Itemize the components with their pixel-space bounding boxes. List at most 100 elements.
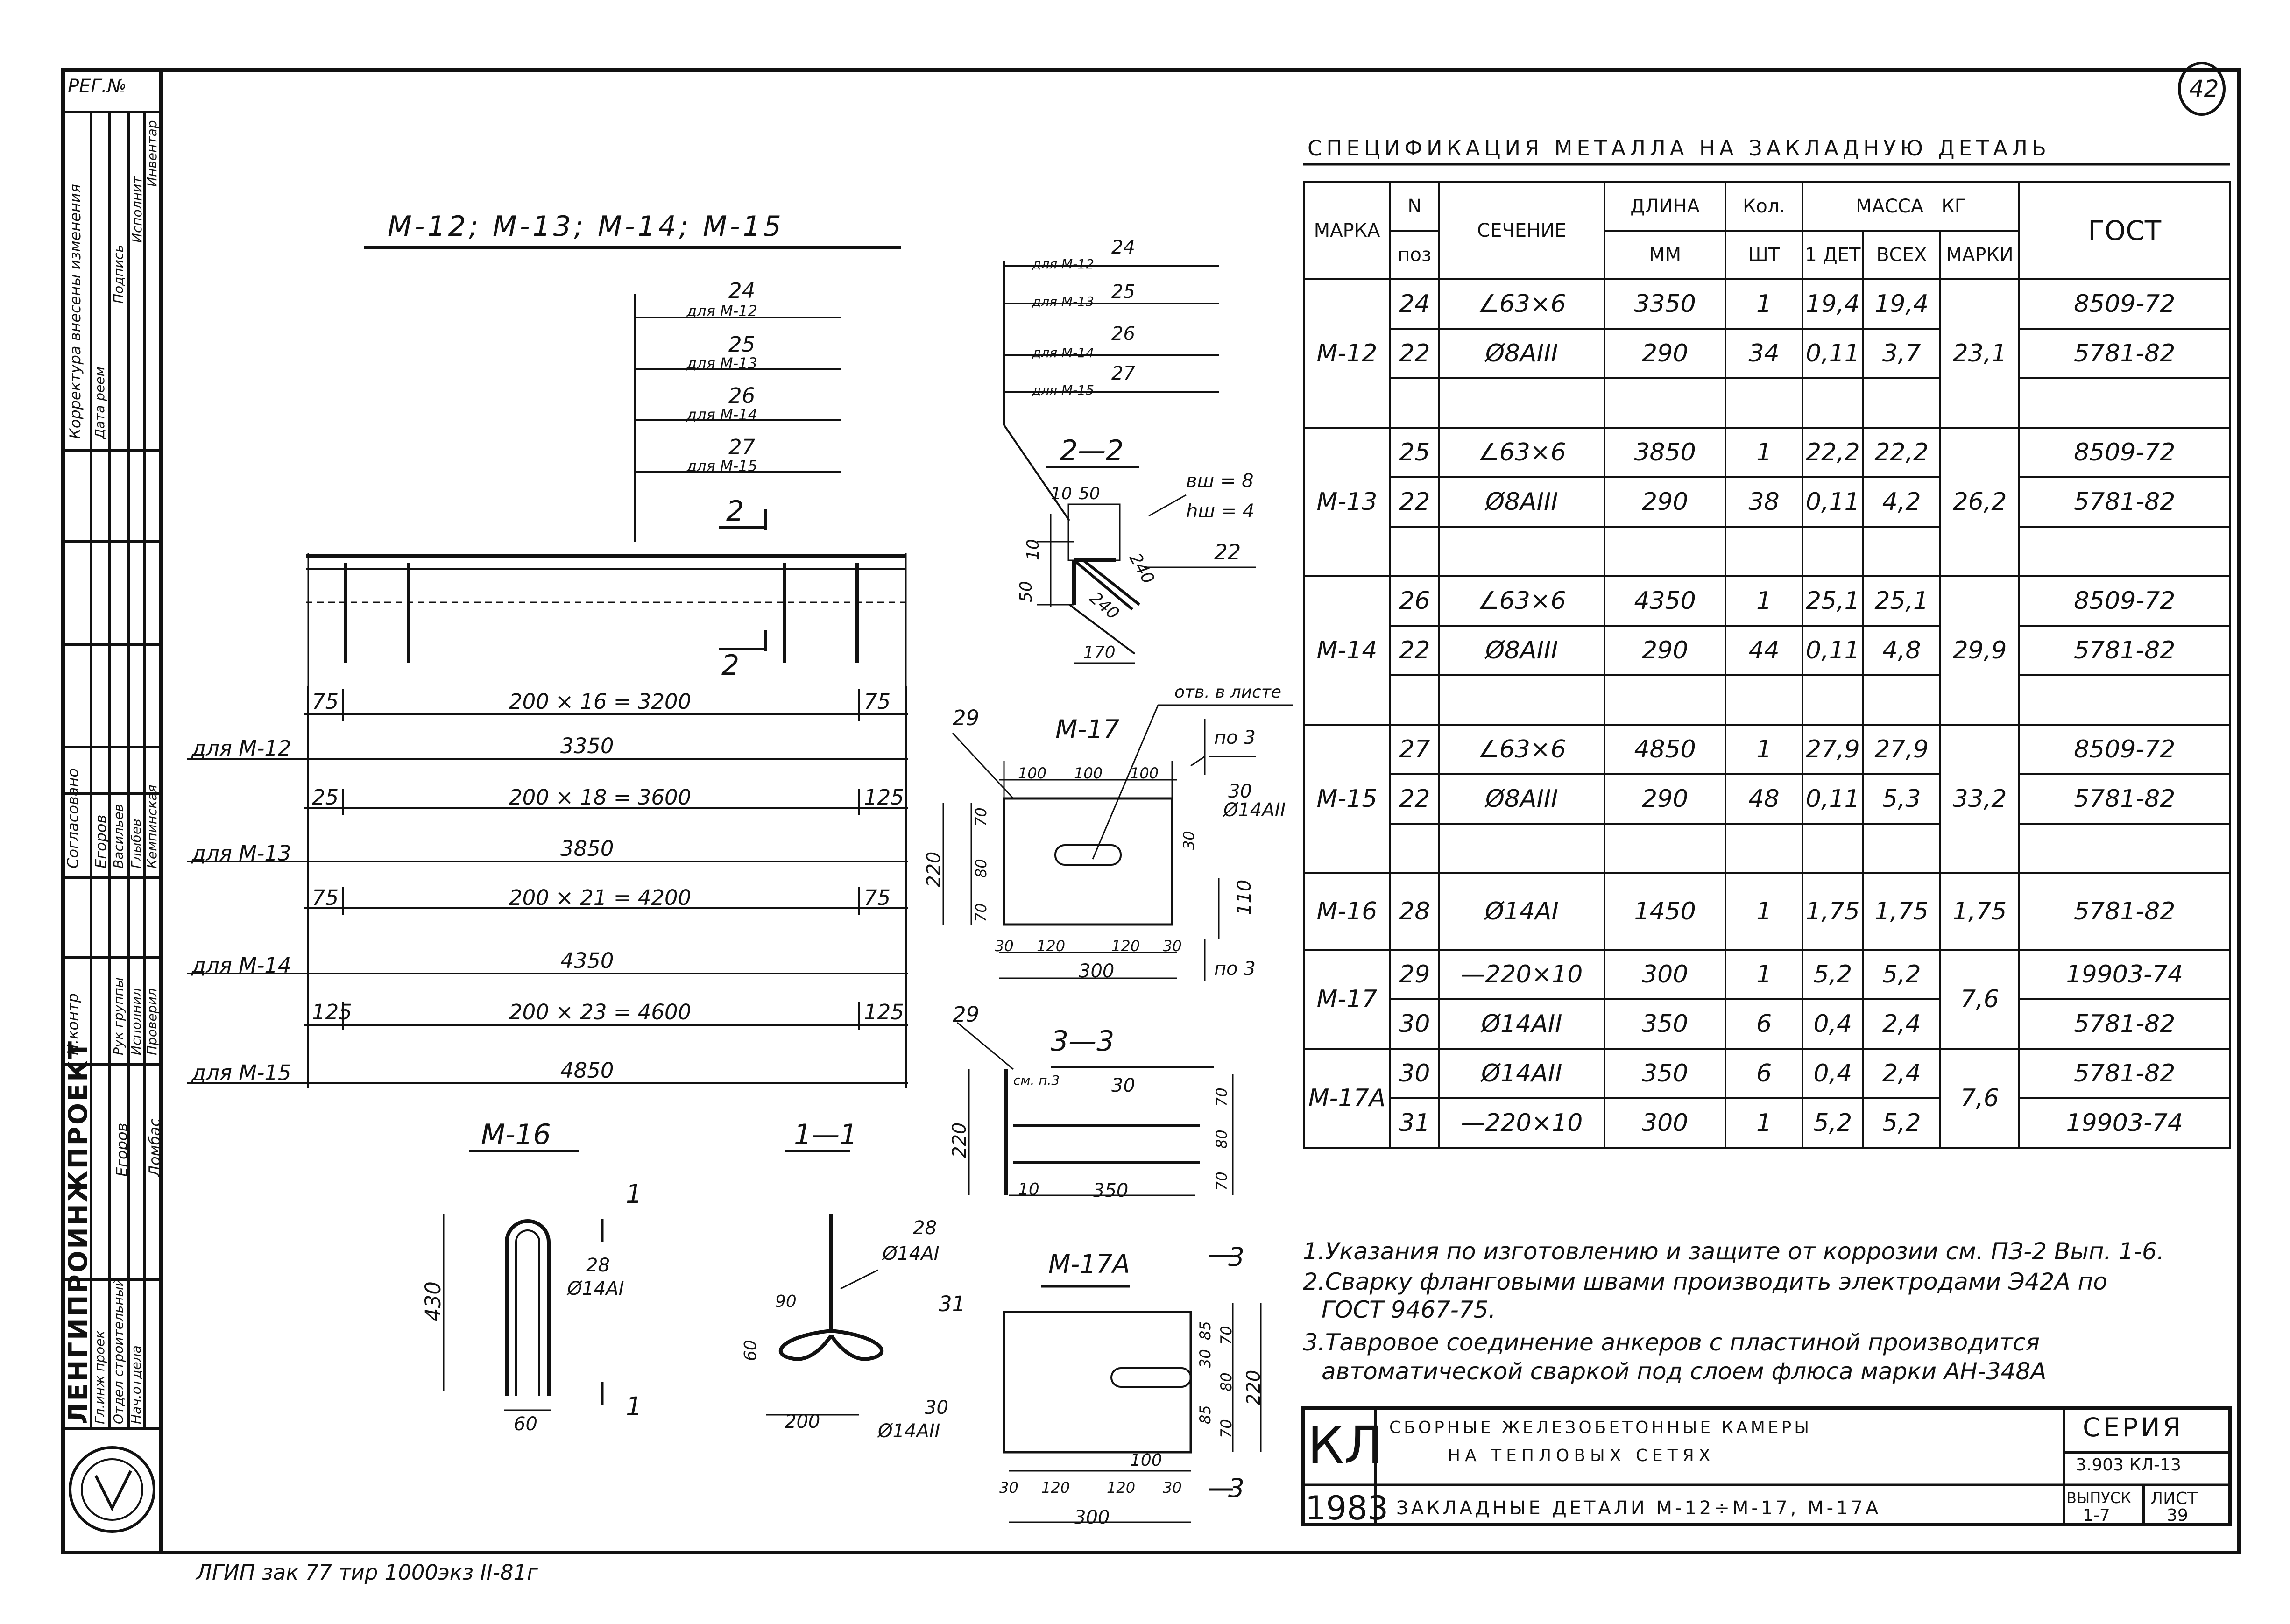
dim: 170 (1083, 643, 1116, 662)
dim-height: 430 (421, 1281, 445, 1321)
dim-right: 125 (864, 785, 904, 810)
callout-label: для М-14 (1032, 345, 1094, 360)
dim: 85 (1196, 1321, 1214, 1340)
sheet-label: ЛИСТ (2150, 1489, 2198, 1508)
dim: 30 (1180, 831, 1198, 850)
note-3: 3.Тавровое соединение анкеров с пластино… (1303, 1329, 2040, 1356)
callout-label: для М-14 (686, 406, 757, 424)
cell-qty: 1 (1725, 575, 1803, 627)
cell-section: —220×10 (1438, 1097, 1605, 1149)
cell-total: 29,9 (1939, 575, 2021, 726)
callout-pos: 26 (728, 383, 756, 408)
cell-mark: М-12 (1303, 278, 1391, 429)
note-3-cont: автоматической сваркой под слоем флюса м… (1322, 1358, 2047, 1385)
cell-det: 0,4 (1801, 1048, 1864, 1099)
cell-total: 26,2 (1939, 427, 2021, 577)
th-length: ДЛИНА (1603, 181, 1727, 232)
dim: 10 (1018, 1180, 1039, 1199)
cell-section: ∠63×6 (1438, 278, 1605, 330)
th-mass-mark: МАРКИ (1939, 230, 2021, 280)
th-mass: МАССА КГ (1801, 181, 2021, 232)
cell-det: 1,75 (1801, 872, 1864, 951)
cell-total: 1,75 (1939, 872, 2021, 951)
cell-qty: 6 (1725, 1048, 1803, 1099)
callout-label: для М-13 (686, 354, 757, 372)
callout-label: для М-12 (1032, 256, 1094, 272)
cell-det: 0,4 (1801, 998, 1864, 1050)
cell-length: 4850 (1603, 724, 1727, 775)
role-label: Рук группы (111, 977, 126, 1055)
th-mass-det: 1 ДЕТ (1801, 230, 1864, 280)
callout-pos: 25 (728, 332, 756, 357)
dim: 120 (1111, 937, 1140, 955)
cell-section: ∠63×6 (1438, 724, 1605, 775)
th-qty-unit: ШТ (1725, 230, 1803, 280)
dim: 70 (1217, 1419, 1235, 1438)
change-col: Инвентар (144, 120, 160, 187)
table-row: М-13 25 ∠63×6 3850 1 22,2 22,2 26,2 8509… (1303, 427, 2231, 577)
cell-pos: 28 (1389, 872, 1440, 951)
cell-gost: 5781-82 (2018, 998, 2231, 1050)
dim: 70 (1213, 1172, 1230, 1191)
th-num-sub: поз (1389, 230, 1440, 280)
cell-section: Ø8АIII (1438, 773, 1605, 825)
dim: 30 (1196, 1349, 1214, 1368)
cell-qty: 1 (1725, 427, 1803, 478)
dim: 100 (1074, 764, 1103, 782)
dim: 120 (1107, 1479, 1136, 1497)
table-row: М-14 26 ∠63×6 4350 1 25,1 25,1 29,9 8509… (1303, 575, 2231, 726)
dim: 110 (1234, 879, 1255, 915)
cell-qty: 1 (1725, 1097, 1803, 1149)
cell-gost: 5781-82 (2018, 328, 2231, 379)
callout-pos: 25 (1111, 281, 1135, 303)
section-mark: 1 (626, 1179, 642, 1209)
note-2: 2.Сварку фланговыми швами производить эл… (1303, 1268, 2107, 1295)
cell-mark: М-16 (1303, 872, 1391, 951)
callout-label: для М-15 (686, 457, 757, 475)
cell-pos: 26 (1389, 575, 1440, 627)
cell-qty: 1 (1725, 724, 1803, 775)
dim: 90 (775, 1292, 797, 1311)
pos-label: 28 (913, 1217, 937, 1239)
cell-det: 5,2 (1801, 1097, 1864, 1149)
agreed-name: Егоров (92, 814, 110, 868)
cell-gost: 5781-82 (2018, 476, 2231, 528)
dim: 85 (1196, 1405, 1214, 1424)
dim-width: 60 (514, 1413, 537, 1435)
dim: 70 (972, 903, 990, 922)
cell-pos: 31 (1389, 1097, 1440, 1149)
sec33-pos: 29 (953, 1002, 980, 1027)
th-section: СЕЧЕНИЕ (1438, 181, 1605, 280)
table-row: 22 Ø8АIII 290 48 0,11 5,3 5781-82 (1304, 773, 2231, 825)
m17-pos: 29 (953, 706, 980, 730)
title-code: КЛ (1308, 1415, 1383, 1475)
dim: 60 (741, 1340, 760, 1361)
table-row: 31 —220×10 300 1 5,2 5,2 19903-74 (1304, 1097, 2231, 1149)
cell-all: 5,2 (1862, 1097, 1941, 1149)
cell-qty: 38 (1725, 476, 1803, 528)
callout-pos: 24 (728, 278, 756, 303)
callout-label: для М-12 (686, 302, 757, 320)
th-qty: Кол. (1725, 181, 1803, 232)
cell-section: —220×10 (1438, 949, 1605, 1000)
cell-qty: 6 (1725, 998, 1803, 1050)
dim-right: 125 (864, 1000, 904, 1024)
th-mass-unit: КГ (1941, 196, 1966, 217)
footer-note: ЛГИП зак 77 тир 1000экз II-81г (196, 1560, 538, 1585)
dim: 100 (1130, 1451, 1162, 1470)
cell-mark: М-17А (1303, 1048, 1391, 1149)
reg-number-label: РЕГ.№ (68, 76, 127, 97)
m17a-pos: 31 (939, 1292, 966, 1316)
dim-left: 25 (312, 785, 339, 810)
change-col: Исполнит (129, 176, 145, 243)
cell-section: Ø8АIII (1438, 328, 1605, 379)
cell-pos: 25 (1389, 427, 1440, 478)
cell-gost: 19903-74 (2018, 949, 2231, 1000)
dim: 70 (1213, 1087, 1230, 1107)
cell-total: 23,1 (1939, 278, 2021, 429)
cell-length: 300 (1603, 1097, 1727, 1149)
cell-length: 3350 (1603, 278, 1727, 330)
row-label: для М-12 (191, 736, 291, 761)
dim: 30 (999, 1479, 1018, 1497)
dim-left: 75 (312, 885, 339, 910)
